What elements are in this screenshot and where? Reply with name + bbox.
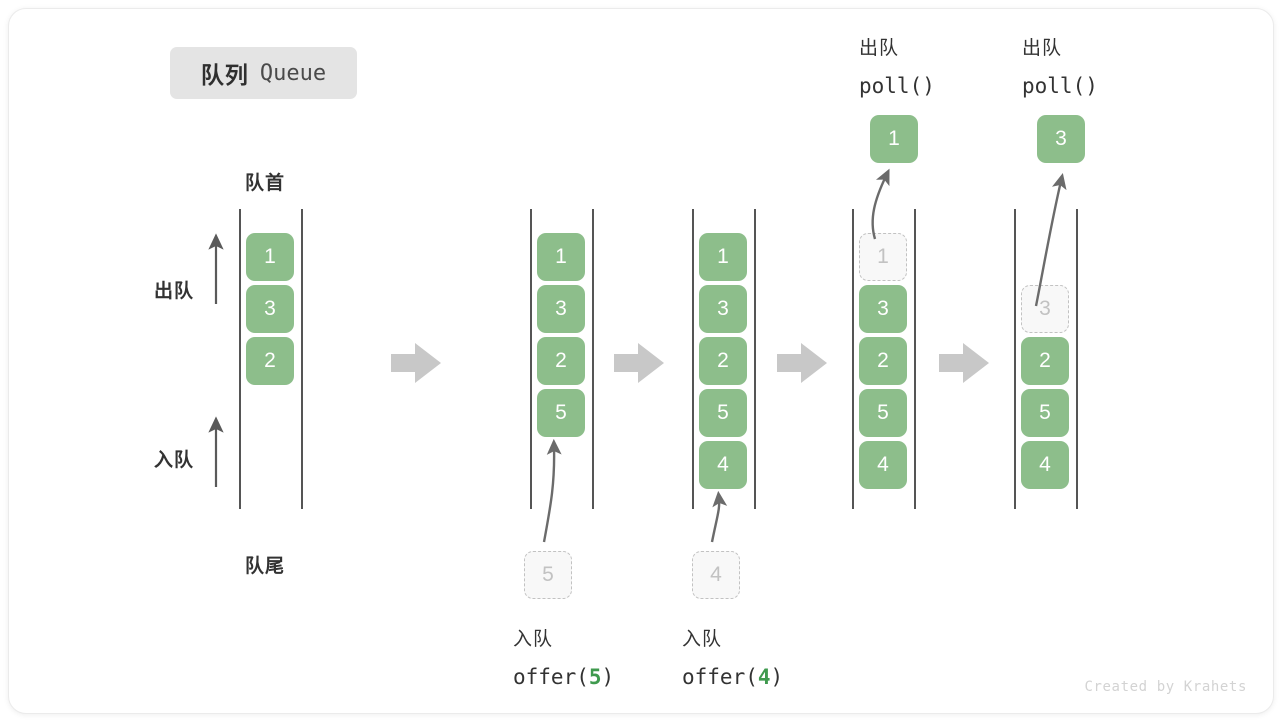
step-arrow-4 xyxy=(939,343,989,383)
queue-cell: 2 xyxy=(1021,337,1069,385)
caption-fn: offer( xyxy=(682,665,758,689)
queue-rail-left-c3 xyxy=(692,209,694,509)
header-chinese: 出队 xyxy=(1022,38,1063,59)
header-fn: poll() xyxy=(859,74,935,98)
caption-fn-close: ) xyxy=(601,665,615,689)
title-english: Queue xyxy=(259,60,327,86)
diagram-canvas: 队列 Queue 队首 队尾 出队 入队 1 3 2 1 3 2 5 5 入队 … xyxy=(8,8,1274,714)
queue-cell: 4 xyxy=(1021,441,1069,489)
queue-cell: 5 xyxy=(1021,389,1069,437)
queue-rail-right-c5 xyxy=(1076,209,1078,509)
caption-chinese: 入队 xyxy=(513,629,554,650)
header-fn: poll() xyxy=(1022,74,1098,98)
queue-cell: 2 xyxy=(246,337,294,385)
diagram-title-badge: 队列 Queue xyxy=(170,47,357,99)
queue-rail-left-c4 xyxy=(852,209,854,509)
header-poll-3: 出队 poll() xyxy=(1022,31,1098,104)
queue-cell: 2 xyxy=(537,337,585,385)
outgoing-ghost-cell: 3 xyxy=(1021,285,1069,333)
step-arrow-1 xyxy=(391,343,441,383)
queue-cell: 1 xyxy=(537,233,585,281)
enqueue-curve-arrow-4 xyxy=(710,490,728,543)
caption-offer-5: 入队 offer(5) xyxy=(513,622,614,695)
queue-cell-new: 4 xyxy=(699,441,747,489)
polled-cell: 1 xyxy=(870,115,918,163)
header-chinese: 出队 xyxy=(859,38,900,59)
enqueue-direction-label: 入队 xyxy=(154,450,195,471)
header-poll-1: 出队 poll() xyxy=(859,31,935,104)
queue-rear-label: 队尾 xyxy=(245,556,286,577)
queue-cell-new: 5 xyxy=(537,389,585,437)
queue-rail-left-c5 xyxy=(1014,209,1016,509)
queue-cell: 1 xyxy=(699,233,747,281)
caption-fn-close: ) xyxy=(770,665,784,689)
queue-cell: 3 xyxy=(859,285,907,333)
watermark-credit: Created by Krahets xyxy=(1084,679,1247,695)
queue-cell: 4 xyxy=(859,441,907,489)
step-arrow-3 xyxy=(777,343,827,383)
caption-fn: offer( xyxy=(513,665,589,689)
queue-rail-right-c2 xyxy=(592,209,594,509)
queue-cell: 2 xyxy=(699,337,747,385)
polled-cell: 3 xyxy=(1037,115,1085,163)
caption-arg: 5 xyxy=(588,665,602,689)
caption-chinese: 入队 xyxy=(682,629,723,650)
queue-rail-left-c2 xyxy=(530,209,532,509)
caption-offer-4: 入队 offer(4) xyxy=(682,622,783,695)
queue-cell: 2 xyxy=(859,337,907,385)
queue-cell: 3 xyxy=(246,285,294,333)
dequeue-curve-arrow-1 xyxy=(871,168,890,240)
queue-rail-right-c3 xyxy=(754,209,756,509)
dequeue-direction-label: 出队 xyxy=(154,281,195,302)
queue-rail-right-c4 xyxy=(914,209,916,509)
queue-cell: 5 xyxy=(859,389,907,437)
queue-front-label: 队首 xyxy=(245,173,286,194)
queue-cell: 5 xyxy=(699,389,747,437)
title-chinese: 队列 xyxy=(200,62,249,88)
caption-arg: 4 xyxy=(757,665,771,689)
enqueue-curve-arrow-5 xyxy=(542,438,562,543)
outgoing-ghost-cell: 1 xyxy=(859,233,907,281)
incoming-ghost-cell: 4 xyxy=(692,551,740,599)
arrow-overlay xyxy=(208,168,1067,543)
incoming-ghost-cell: 5 xyxy=(524,551,572,599)
queue-rail-right-c1 xyxy=(301,209,303,509)
queue-rail-left-c1 xyxy=(239,209,241,509)
queue-cell: 3 xyxy=(699,285,747,333)
queue-cell: 3 xyxy=(537,285,585,333)
queue-cell: 1 xyxy=(246,233,294,281)
step-arrow-2 xyxy=(614,343,664,383)
